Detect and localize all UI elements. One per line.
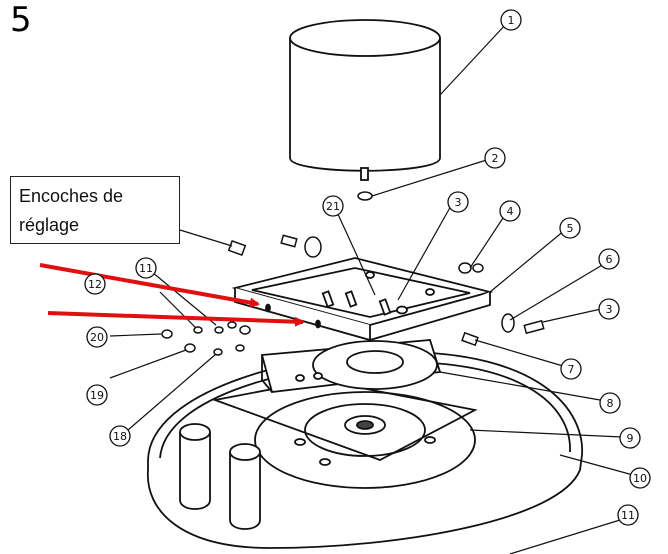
part-label: 11 xyxy=(621,509,635,522)
part-label: 5 xyxy=(567,222,574,235)
leader-lines xyxy=(109,22,634,554)
part-label: 3 xyxy=(455,196,462,209)
red-arrow-2 xyxy=(47,311,305,327)
part-label: 1 xyxy=(508,14,515,27)
part-label: 11 xyxy=(139,262,153,275)
part-label: 21 xyxy=(326,200,340,213)
part-label: 10 xyxy=(633,472,647,485)
part-label: 18 xyxy=(113,430,127,443)
part-label: 8 xyxy=(607,397,614,410)
part-label: 20 xyxy=(90,331,104,344)
callout-line-2: réglage xyxy=(19,215,80,235)
part-label: 9 xyxy=(627,432,634,445)
step-number: 5 xyxy=(10,0,32,40)
part-label: 3 xyxy=(606,303,613,316)
red-arrow-1 xyxy=(39,263,260,308)
red-arrows xyxy=(39,263,305,327)
part-label: 6 xyxy=(606,253,613,266)
adjustment-notches-callout: Encoches de réglage xyxy=(10,176,180,244)
cylinder-cover xyxy=(289,19,441,181)
part-label: 12 xyxy=(88,278,102,291)
part-label: 4 xyxy=(507,205,514,218)
base-posts xyxy=(179,423,261,530)
rotating-mount xyxy=(260,339,442,393)
part-label: 7 xyxy=(568,363,575,376)
fasteners xyxy=(161,191,545,356)
callout-line-1: Encoches de xyxy=(19,186,124,206)
part-label: 2 xyxy=(492,152,499,165)
part-callouts: 1 2 3 4 5 6 3 7 8 9 10 11 21 12 11 20 19… xyxy=(84,9,651,526)
part-label: 19 xyxy=(90,389,104,402)
square-frame xyxy=(231,257,494,342)
